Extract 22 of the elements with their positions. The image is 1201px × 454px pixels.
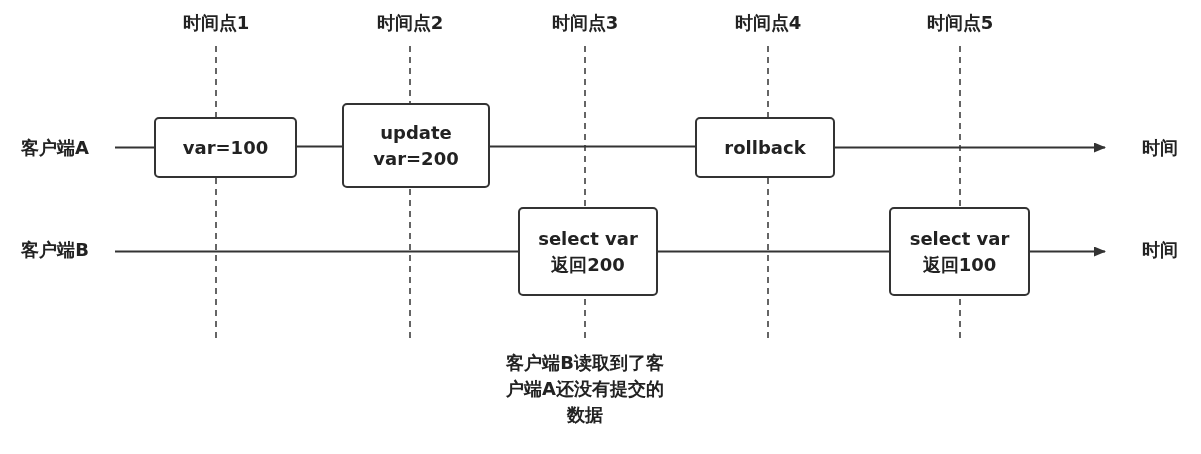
event-box: var=100 [154,117,297,178]
timeline-line [489,145,696,148]
timeline-line [114,250,519,253]
event-box: select var 返回100 [889,207,1030,296]
timeline-arrow [1029,246,1106,257]
lane-label: 时间 [1130,235,1190,265]
event-box: select var 返回200 [518,207,658,296]
timeline-line [296,145,343,148]
note-text: 客户端B读取到了客户端A还没有提交的数据 [505,351,665,427]
timeline-line [114,146,155,149]
lane-label: 客户端B [5,235,105,265]
time-point-label: 时间点3 [550,11,620,35]
time-point-label: 时间点1 [181,11,251,35]
time-point-label: 时间点4 [733,11,803,35]
event-box: rollback [695,117,835,178]
timeline-line [657,250,890,253]
time-point-label: 时间点2 [375,11,445,35]
lane-label: 时间 [1130,133,1190,163]
event-box: update var=200 [342,103,490,188]
timeline-arrow [834,142,1106,153]
lane-label: 客户端A [5,133,105,163]
time-point-label: 时间点5 [925,11,995,35]
